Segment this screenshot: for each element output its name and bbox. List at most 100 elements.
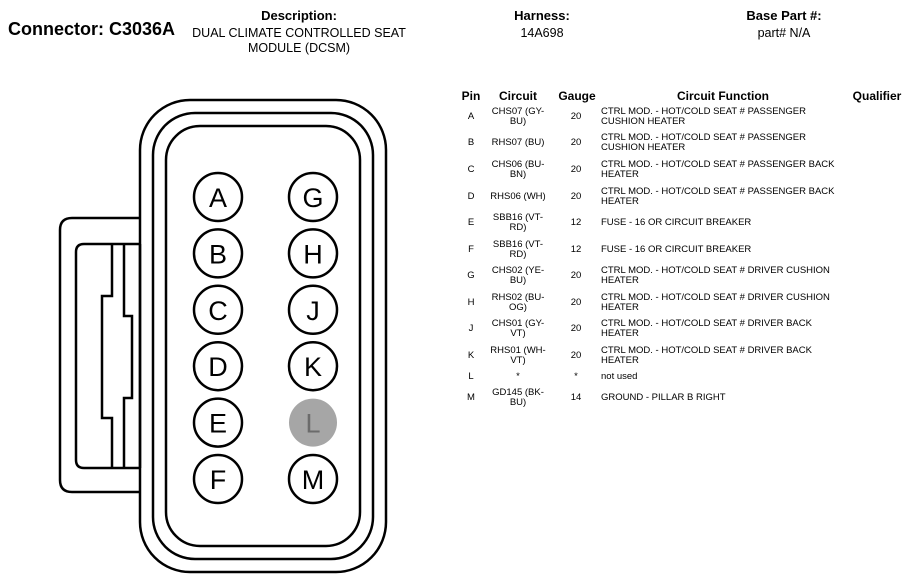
cell-pin: K: [467, 350, 475, 361]
cell-gauge: 20: [570, 111, 582, 122]
cell-circuit: CHS06 (BU-BN): [491, 159, 545, 180]
cell-gauge: 20: [570, 270, 582, 281]
pin-circle: [192, 340, 244, 392]
cell-function: not used: [601, 371, 638, 382]
connector-latch: [58, 216, 142, 494]
pin-g: G: [287, 171, 339, 223]
cell-function: CTRL MOD. - HOT/COLD SEAT # PASSENGER BA…: [601, 186, 835, 207]
cell-function: CTRL MOD. - HOT/COLD SEAT # DRIVER CUSHI…: [601, 292, 830, 313]
pin-m: M: [287, 453, 339, 505]
pin-circle: [287, 171, 339, 223]
pin-label: G: [302, 183, 323, 213]
cell-gauge: 20: [570, 137, 582, 148]
cell-function: CTRL MOD. - HOT/COLD SEAT # PASSENGER CU…: [601, 132, 806, 153]
cell-function: GROUND - PILLAR B RIGHT: [601, 392, 726, 403]
connector-housing: [138, 98, 388, 574]
pin-b: B: [192, 228, 244, 279]
header-circuit: Circuit: [498, 89, 537, 103]
cell-circuit: RHS07 (BU): [491, 137, 545, 148]
pin-label: H: [303, 239, 323, 269]
header-gauge: Gauge: [558, 89, 596, 103]
pin-circle: [287, 340, 339, 392]
cell-circuit: CHS07 (GY-BU): [491, 106, 545, 127]
pin-circle: [289, 398, 337, 447]
cell-gauge: 12: [570, 244, 582, 255]
pin-f: F: [192, 453, 244, 505]
cell-function: CTRL MOD. - HOT/COLD SEAT # DRIVER BACK …: [601, 318, 812, 339]
cell-circuit: RHS01 (WH-VT): [490, 345, 546, 366]
pin-k: K: [287, 340, 339, 392]
pin-label: L: [305, 409, 320, 439]
cell-circuit: RHS02 (BU-OG): [491, 292, 545, 313]
pin-l: L: [289, 398, 337, 447]
pin-e: E: [192, 397, 244, 448]
pin-label: J: [306, 296, 320, 326]
cell-function: FUSE - 16 OR CIRCUIT BREAKER: [601, 217, 752, 228]
pin-label: K: [304, 352, 322, 382]
pin-circle: [192, 284, 244, 336]
pin-circle: [287, 228, 339, 279]
cell-circuit: RHS06 (WH): [490, 191, 546, 202]
cell-circuit: SBB16 (VT-RD): [492, 239, 544, 260]
pin-j: J: [287, 284, 339, 336]
connector-label: Connector:: [8, 19, 104, 39]
cell-pin: F: [468, 244, 474, 255]
pin-label: D: [208, 352, 228, 382]
cell-pin: D: [467, 191, 475, 202]
cell-gauge: 12: [570, 217, 582, 228]
pin-c: C: [192, 284, 244, 336]
cell-gauge: 20: [570, 297, 582, 308]
cell-circuit: SBB16 (VT-RD): [492, 212, 544, 233]
pin-label: M: [302, 465, 325, 495]
cell-pin: G: [467, 270, 475, 281]
pin-circle: [287, 284, 339, 336]
pin-label: A: [209, 183, 227, 213]
pin-label: E: [209, 409, 227, 439]
pin-circle: [287, 453, 339, 505]
cell-function: FUSE - 16 OR CIRCUIT BREAKER: [601, 244, 752, 255]
cell-function: CTRL MOD. - HOT/COLD SEAT # DRIVER CUSHI…: [601, 265, 830, 286]
description-label: Description:: [261, 8, 337, 23]
cell-gauge: 20: [570, 350, 582, 361]
base-part-value: part# N/A: [757, 26, 811, 40]
pin-a: A: [192, 171, 244, 223]
cell-gauge: 14: [570, 392, 582, 403]
cell-gauge: *: [574, 371, 578, 382]
cell-gauge: 20: [570, 191, 582, 202]
pin-label: F: [210, 465, 227, 495]
cell-pin: L: [468, 371, 474, 382]
header-pin: Pin: [461, 89, 481, 103]
cell-function: CTRL MOD. - HOT/COLD SEAT # PASSENGER CU…: [601, 106, 806, 127]
header-qualifier: Qualifier: [852, 89, 902, 103]
cell-circuit: CHS02 (YE-BU): [491, 265, 545, 286]
header-circuit-function: Circuit Function: [677, 89, 769, 103]
description-value: DUAL CLIMATE CONTROLLED SEAT MODULE (DCS…: [192, 26, 406, 55]
pin-circle: [192, 397, 244, 448]
pin-circle: [192, 453, 244, 505]
pin-h: H: [287, 228, 339, 279]
pin-grid: A G B H C J D K E L F M: [192, 171, 339, 505]
cell-gauge: 20: [570, 323, 582, 334]
cell-pin: C: [467, 164, 475, 175]
cell-gauge: 20: [570, 164, 582, 175]
pin-circle: [192, 228, 244, 279]
cell-function: CTRL MOD. - HOT/COLD SEAT # DRIVER BACK …: [601, 345, 812, 366]
harness-label: Harness:: [514, 8, 570, 23]
cell-circuit: *: [516, 371, 520, 382]
pin-label: B: [209, 239, 227, 269]
cell-pin: M: [467, 392, 475, 403]
cell-pin: B: [467, 137, 475, 148]
cell-circuit: GD145 (BK-BU): [492, 387, 544, 408]
cell-pin: J: [468, 323, 474, 334]
pin-d: D: [192, 340, 244, 392]
cell-circuit: CHS01 (GY-VT): [491, 318, 545, 339]
cell-pin: H: [467, 297, 475, 308]
cell-pin: E: [467, 217, 475, 228]
connector-id: C3036A: [109, 19, 176, 39]
harness-value: 14A698: [520, 26, 564, 40]
connector-title: Connector: C3036A: [8, 19, 175, 40]
cell-pin: A: [467, 111, 475, 122]
pin-circle: [192, 171, 244, 223]
cell-function: CTRL MOD. - HOT/COLD SEAT # PASSENGER BA…: [601, 159, 835, 180]
